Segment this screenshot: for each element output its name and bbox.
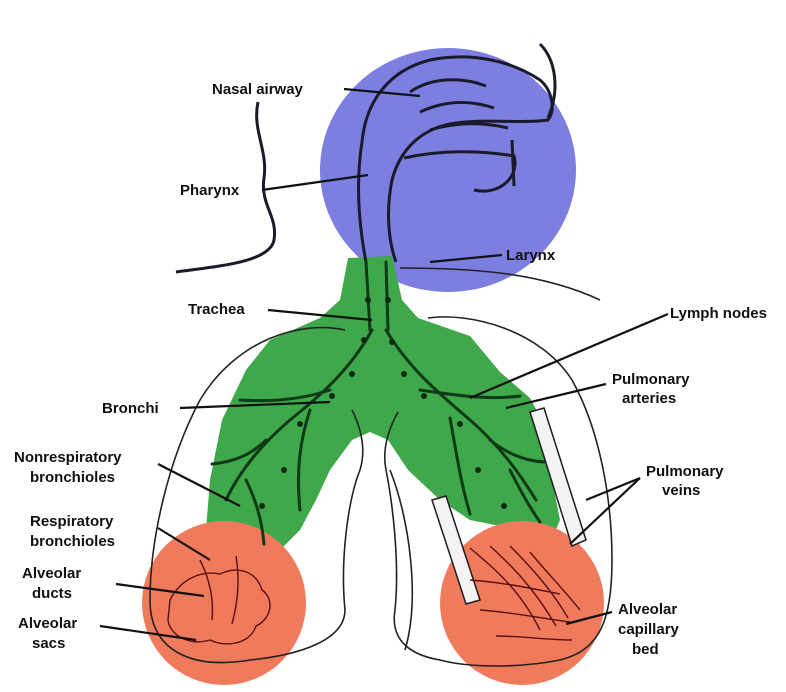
label-capillary-bed-line3: bed — [632, 641, 659, 658]
label-alveolar-sacs-line1: Alveolar — [18, 615, 77, 632]
label-pulmonary-veins-line2: veins — [662, 482, 700, 499]
label-capillary-bed-line2: capillary — [618, 621, 680, 638]
label-capillary-bed-line1: Alveolar — [618, 601, 677, 618]
label-pulmonary-arteries-line2: arteries — [622, 390, 676, 407]
mediastinum-notch — [390, 470, 412, 650]
label-pulmonary-arteries-line1: Pulmonary — [612, 371, 690, 388]
label-respiratory-line1: Respiratory — [30, 513, 114, 530]
label-larynx: Larynx — [506, 247, 556, 264]
label-nasal-airway: Nasal airway — [212, 81, 304, 98]
label-alveolar-sacs-line2: sacs — [32, 635, 65, 652]
label-trachea: Trachea — [188, 301, 245, 318]
label-respiratory-line2: bronchioles — [30, 533, 115, 550]
alveolar-region-right — [440, 521, 604, 685]
label-alveolar-ducts-line2: ducts — [32, 585, 72, 602]
label-pulmonary-veins-line1: Pulmonary — [646, 463, 724, 480]
label-pharynx: Pharynx — [180, 182, 240, 199]
label-nonrespiratory-line2: bronchioles — [30, 469, 115, 486]
label-bronchi: Bronchi — [102, 400, 159, 417]
label-nonrespiratory-line1: Nonrespiratory — [14, 449, 122, 466]
alveolar-region-left — [142, 521, 306, 685]
label-lymph-nodes: Lymph nodes — [670, 305, 767, 322]
label-alveolar-ducts-line1: Alveolar — [22, 565, 81, 582]
